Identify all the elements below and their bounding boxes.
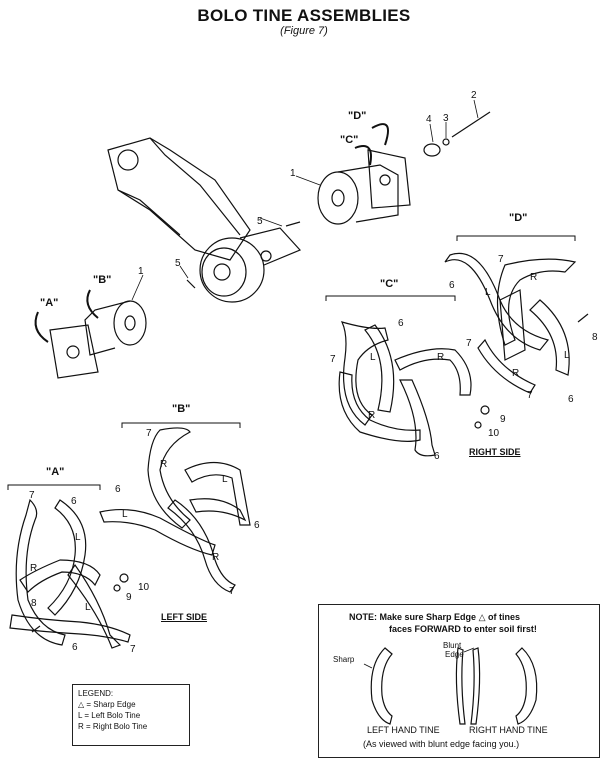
part-number: 7 (527, 390, 533, 401)
group-label-b: "B" (172, 403, 191, 415)
part-number: 6 (115, 484, 121, 495)
right-hub-assembly (285, 111, 491, 227)
legend-line: = Sharp Edge (86, 700, 136, 709)
note-box: NOTE: Make sure Sharp Edge △ of tines fa… (318, 604, 600, 758)
tine-letter: L (122, 509, 128, 520)
tine-letter: R (212, 552, 220, 563)
left-side-label: LEFT SIDE (161, 612, 208, 622)
part-number: 5 (175, 258, 181, 269)
part-number: 6 (71, 496, 77, 507)
tine-letter: R (530, 272, 538, 283)
page-title: BOLO TINE ASSEMBLIES (197, 6, 411, 25)
note-caption: (As viewed with blunt edge facing you.) (363, 739, 520, 749)
group-brackets (7, 235, 576, 490)
tine-letter: L (564, 350, 570, 361)
tine-group-D (444, 252, 577, 394)
tine-letter: R (160, 459, 168, 470)
part-number: 8 (592, 332, 598, 343)
part-number: 7 (498, 254, 504, 265)
note-emphasis: FORWARD (414, 624, 461, 634)
edge-label: Edge (445, 650, 464, 659)
triangle-icon: △ (478, 612, 486, 622)
note-line: faces (389, 624, 413, 634)
part-number: 6 (254, 520, 260, 531)
part-number: 1 (290, 168, 296, 179)
part-number: 4 (426, 114, 432, 125)
callout-b-top: "B" (93, 274, 112, 286)
part-number: 10 (138, 582, 150, 593)
tine-letter: R (368, 410, 376, 421)
part-number: 9 (126, 592, 132, 603)
note-tine-illustrations (363, 647, 538, 725)
part-number: 6 (72, 642, 78, 653)
part-number: 6 (398, 318, 404, 329)
tine-group-B (99, 427, 251, 593)
note-text: NOTE: Make sure Sharp Edge △ of tines fa… (349, 611, 589, 635)
group-label-d: "D" (509, 212, 528, 224)
callout-arrows (34, 123, 389, 343)
blunt-label: Blunt (443, 641, 462, 650)
note-line: NOTE: Make sure Sharp Edge (349, 612, 477, 622)
right-hand-tine-label: RIGHT HAND TINE (469, 725, 548, 735)
left-hand-tine-label: LEFT HAND TINE (367, 725, 440, 735)
triangle-icon: △ (78, 700, 87, 709)
tine-letter: L (485, 287, 491, 298)
transmission-housing (107, 137, 302, 303)
part-number: 6 (568, 394, 574, 405)
tine-letter: L (75, 532, 81, 543)
part-number: 7 (466, 338, 472, 349)
legend-right-tine: R = Right Bolo Tine (78, 722, 148, 731)
part-number: 2 (471, 90, 477, 101)
part-number: 9 (500, 414, 506, 425)
left-hub-assembly (49, 279, 196, 379)
part-number: 5 (257, 216, 263, 227)
callout-c-top: "C" (340, 134, 359, 146)
note-line: to enter soil first! (463, 624, 537, 634)
part-number: 7 (130, 644, 136, 655)
part-number: 6 (449, 280, 455, 291)
tine-letter: L (85, 602, 91, 613)
group-label-c: "C" (380, 278, 399, 290)
leader-lines (131, 99, 479, 301)
tine-group-A (9, 498, 131, 649)
right-side-label: RIGHT SIDE (469, 447, 521, 457)
callout-d-top: "D" (348, 110, 367, 122)
tine-letter: R (437, 352, 445, 363)
part-number: 3 (443, 113, 449, 124)
part-number: 7 (146, 428, 152, 439)
note-line: of tines (488, 612, 521, 622)
part-number: 7 (330, 354, 336, 365)
bolts (31, 313, 589, 633)
tine-letter: R (512, 368, 520, 379)
part-number: 6 (434, 451, 440, 462)
tine-group-C (338, 321, 472, 457)
tine-letter: R (30, 563, 38, 574)
figure-subtitle: (Figure 7) (280, 25, 328, 37)
legend-left-tine: L = Left Bolo Tine (78, 711, 141, 720)
legend-box: LEGEND: △ = Sharp Edge L = Left Bolo Tin… (72, 684, 190, 746)
part-number: 8 (31, 598, 37, 609)
sharp-label: Sharp (333, 655, 355, 664)
callout-a-top: "A" (40, 297, 59, 309)
legend-sharp-edge: △ = Sharp Edge (78, 699, 184, 710)
legend-title: LEGEND: (78, 689, 114, 698)
tine-letter: L (370, 352, 376, 363)
tine-letter: L (222, 474, 228, 485)
group-label-a: "A" (46, 466, 65, 478)
part-number: 10 (488, 428, 500, 439)
part-number: 7 (29, 490, 35, 501)
part-number: 7 (229, 586, 235, 597)
part-number: 1 (138, 266, 144, 277)
